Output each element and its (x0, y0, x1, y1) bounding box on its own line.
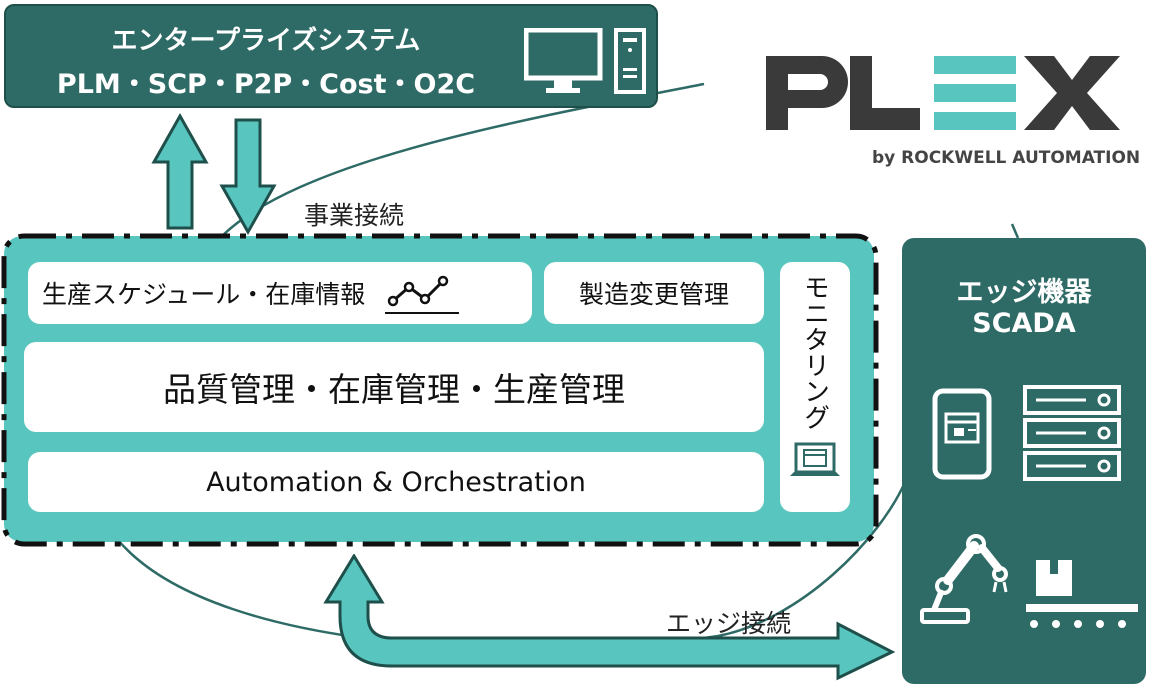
laptop-icon (790, 442, 840, 476)
automation-card: Automation & Orchestration (28, 452, 764, 512)
schedule-inventory-label: 生産スケジュール・在庫情報 (42, 280, 366, 309)
tablet-icon (932, 388, 992, 480)
automation-label: Automation & Orchestration (206, 466, 586, 498)
edge-devices-box: エッジ機器 SCADA (902, 238, 1146, 684)
edge-connection-arrow (323, 554, 896, 681)
robot-arm-icon (920, 534, 1008, 624)
plex-byline: by ROCKWELL AUTOMATION (872, 148, 1141, 168)
trend-chart-icon (385, 275, 460, 314)
core-management-card: 品質管理・在庫管理・生産管理 (24, 342, 764, 432)
plex-logo (766, 56, 1120, 130)
enterprise-system-box: エンタープライズシステム PLM・SCP・P2P・Cost・O2C (4, 4, 658, 108)
business-arrows (151, 112, 277, 236)
schedule-inventory-card: 生産スケジュール・在庫情報 (28, 262, 532, 324)
business-connection-label: 事業接続 (304, 201, 405, 230)
plex-platform-box: 生産スケジュール・在庫情報 製造変更管理 品質管理・在庫管理・生産管理 Auto… (4, 236, 874, 542)
conveyor-belt-icon (1026, 560, 1138, 628)
edge-connection-label: エッジ接続 (666, 609, 792, 638)
enterprise-systems: PLM・SCP・P2P・Cost・O2C (56, 69, 476, 100)
up-arrow-icon (151, 112, 209, 230)
desktop-computer-icon (524, 28, 646, 94)
monitoring-card: モニタリング (780, 262, 850, 512)
change-management-card: 製造変更管理 (544, 262, 764, 324)
platform-border (1, 233, 879, 547)
edge-subtitle: SCADA (972, 308, 1076, 339)
edge-title: エッジ機器 (956, 277, 1092, 308)
down-arrow-icon (219, 118, 277, 236)
enterprise-title: エンタープライズシステム (111, 26, 421, 56)
server-rack-icon (1023, 385, 1121, 481)
change-management-label: 製造変更管理 (578, 280, 729, 309)
monitoring-label: モニタリング (799, 274, 830, 430)
core-management-label: 品質管理・在庫管理・生産管理 (163, 370, 625, 409)
